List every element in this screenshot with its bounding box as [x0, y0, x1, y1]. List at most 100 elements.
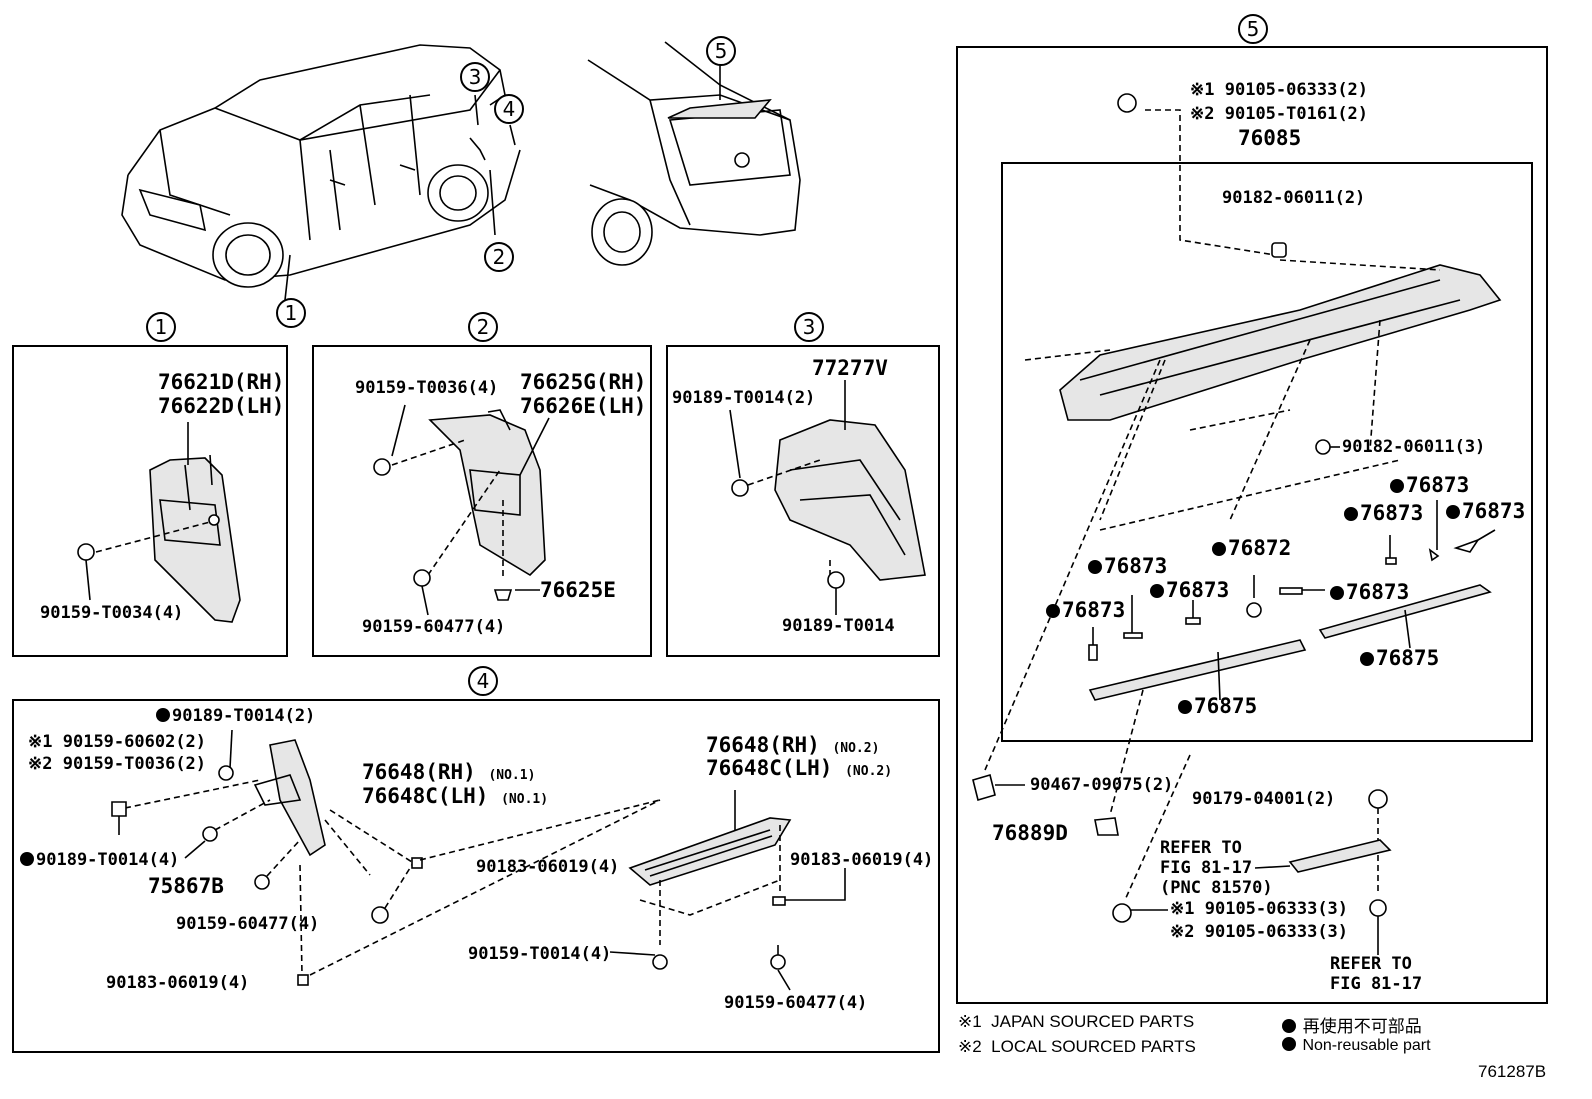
section4-header: 4 [468, 666, 498, 696]
section5-bolt-local[interactable]: ※2 90105-T0161(2) [1190, 104, 1368, 124]
section5-spoiler[interactable]: 76085 [1238, 126, 1302, 150]
callout-3-overview[interactable]: 3 [460, 62, 490, 92]
callout-4-overview[interactable]: 4 [494, 94, 524, 124]
section1-part-rh[interactable]: 76621D(RH) [158, 370, 285, 394]
section4-screw-a[interactable]: 90159-60477(4) [176, 914, 320, 934]
section4-clip-left[interactable]: 90189-T0014(4) [20, 850, 179, 870]
section4-clip-left-text: 90189-T0014(4) [36, 850, 180, 870]
section2-clip[interactable]: 90159-T0036(4) [355, 378, 499, 398]
section2-part-rh[interactable]: 76625G(RH) [520, 370, 647, 394]
section4-part2-lh-no: (NO.2) [845, 764, 893, 779]
section4-nut-right[interactable]: 90183-06019(4) [790, 850, 934, 870]
japan-mark: ※1 [1170, 899, 1195, 919]
section5-refer2-top[interactable]: REFER TO [1330, 954, 1412, 974]
section4-screw-local[interactable]: ※2 90159-T0036(2) [28, 754, 206, 774]
section5-box [956, 46, 1548, 1004]
section4-screw-b[interactable]: 90159-60477(4) [724, 993, 868, 1013]
section2-screw[interactable]: 90159-60477(4) [362, 617, 506, 637]
section5-seal[interactable]: 76872 [1212, 536, 1291, 560]
japan-mark: ※1 [958, 1012, 982, 1031]
section5-refer2-fig[interactable]: FIG 81-17 [1330, 974, 1423, 994]
section5-nut-top[interactable]: 90182-06011(2) [1222, 188, 1366, 208]
non-reusable-marker [1282, 1019, 1296, 1033]
section2-retainer[interactable]: 76625E [540, 578, 616, 602]
section3-clip-top[interactable]: 90189-T0014(2) [672, 388, 816, 408]
section3-art [729, 380, 926, 615]
section5-clip[interactable]: 76889D [992, 821, 1068, 845]
vehicle-rear-view [587, 41, 801, 266]
section5-bolt3-local-text: 90105-06333(3) [1204, 922, 1349, 942]
non-reusable-marker [1150, 584, 1164, 598]
section3-part[interactable]: 77277V [812, 356, 888, 380]
section5-bolt-japan[interactable]: ※1 90105-06333(2) [1190, 80, 1368, 100]
japan-mark: ※1 [28, 732, 53, 752]
section4-part2-rh[interactable]: 76648(RH) (NO.2) [706, 733, 879, 761]
section4-part2-rh-text: 76648(RH) [706, 733, 820, 757]
legend-non-reusable-en-text: Non-reusable part [1302, 1037, 1431, 1054]
non-reusable-marker [1178, 700, 1192, 714]
section4-part2-lh[interactable]: 76648C(LH) (NO.2) [706, 756, 892, 784]
section5-bolt3-japan[interactable]: ※1 90105-06333(3) [1170, 899, 1348, 919]
section5-pad-a-text: 76873 [1406, 473, 1470, 497]
section1-part-lh[interactable]: 76622D(LH) [158, 394, 285, 418]
non-reusable-marker [1330, 586, 1344, 600]
section5-header: 5 [1238, 14, 1268, 44]
section4-nut-bottom[interactable]: 90183-06019(4) [106, 973, 250, 993]
section5-pad-c[interactable]: 76873 [1446, 499, 1525, 523]
section4-part2-lh-text: 76648C(LH) [706, 756, 833, 780]
callout-1-overview[interactable]: 1 [276, 298, 306, 328]
section1-screw[interactable]: 90159-T0034(4) [40, 603, 184, 623]
section4-clip-top-text: 90189-T0014(2) [172, 706, 316, 726]
callout-2-overview[interactable]: 2 [484, 242, 514, 272]
section5-pad-d-text: 76873 [1104, 554, 1168, 578]
section5-art [972, 93, 1502, 955]
section5-refer-fig[interactable]: FIG 81-17 [1160, 858, 1253, 878]
section4-screw-t[interactable]: 90159-T0014(4) [468, 944, 612, 964]
section3-clip-bottom[interactable]: 90189-T0014 [782, 616, 895, 636]
section5-pad-d[interactable]: 76873 [1088, 554, 1167, 578]
section5-tape-left[interactable]: 76875 [1178, 694, 1257, 718]
section4-screw-japan[interactable]: ※1 90159-60602(2) [28, 732, 206, 752]
section5-tape-right[interactable]: 76875 [1360, 646, 1439, 670]
local-mark: ※2 [1170, 922, 1195, 942]
section5-nut-right[interactable]: 90182-06011(3) [1342, 437, 1486, 457]
section5-pad-f-text: 76873 [1346, 580, 1410, 604]
section3-header: 3 [794, 312, 824, 342]
section4-screw-japan-text: 90159-60602(2) [62, 732, 207, 752]
section4-bolt[interactable]: 75867B [148, 874, 224, 898]
non-reusable-marker [1282, 1037, 1296, 1051]
figure-id: 761287B [1478, 1062, 1547, 1081]
local-mark: ※2 [28, 754, 53, 774]
section4-nut-mid[interactable]: 90183-06019(4) [476, 857, 620, 877]
section2-part-lh[interactable]: 76626E(LH) [520, 394, 647, 418]
section5-pad-a[interactable]: 76873 [1390, 473, 1469, 497]
section4-clip-top[interactable]: 90189-T0014(2) [156, 706, 315, 726]
section2-box [312, 345, 652, 657]
section4-art [111, 729, 846, 991]
section4-part1-lh-text: 76648C(LH) [362, 784, 489, 808]
section4-part1-rh[interactable]: 76648(RH) (NO.1) [362, 760, 535, 788]
section5-refer-top[interactable]: REFER TO [1160, 838, 1242, 858]
section5-pad-f[interactable]: 76873 [1330, 580, 1409, 604]
section5-refer-pnc[interactable]: (PNC 81570) [1160, 878, 1273, 898]
section5-pad-e-text: 76873 [1166, 578, 1230, 602]
local-mark: ※2 [958, 1037, 982, 1056]
section5-grommet[interactable]: 90467-09075(2) [1030, 775, 1174, 795]
section5-pad-e[interactable]: 76873 [1150, 578, 1229, 602]
non-reusable-marker [156, 708, 170, 722]
section5-pad-g[interactable]: 76873 [1046, 598, 1125, 622]
non-reusable-marker [1344, 507, 1358, 521]
section5-bolt3-local[interactable]: ※2 90105-06333(3) [1170, 922, 1348, 942]
section5-tape-left-text: 76875 [1194, 694, 1258, 718]
legend-non-reusable-jp: 再使用不可部品 [1282, 1012, 1422, 1037]
section5-pad-b[interactable]: 76873 [1344, 501, 1423, 525]
section5-nut-lamp[interactable]: 90179-04001(2) [1192, 789, 1336, 809]
callout-5-overview[interactable]: 5 [706, 36, 736, 66]
section4-part1-lh[interactable]: 76648C(LH) (NO.1) [362, 784, 548, 812]
section5-tape-right-text: 76875 [1376, 646, 1440, 670]
non-reusable-marker [1446, 505, 1460, 519]
section5-bolt-japan-text: 90105-06333(2) [1224, 80, 1369, 100]
local-mark: ※2 [1190, 104, 1215, 124]
